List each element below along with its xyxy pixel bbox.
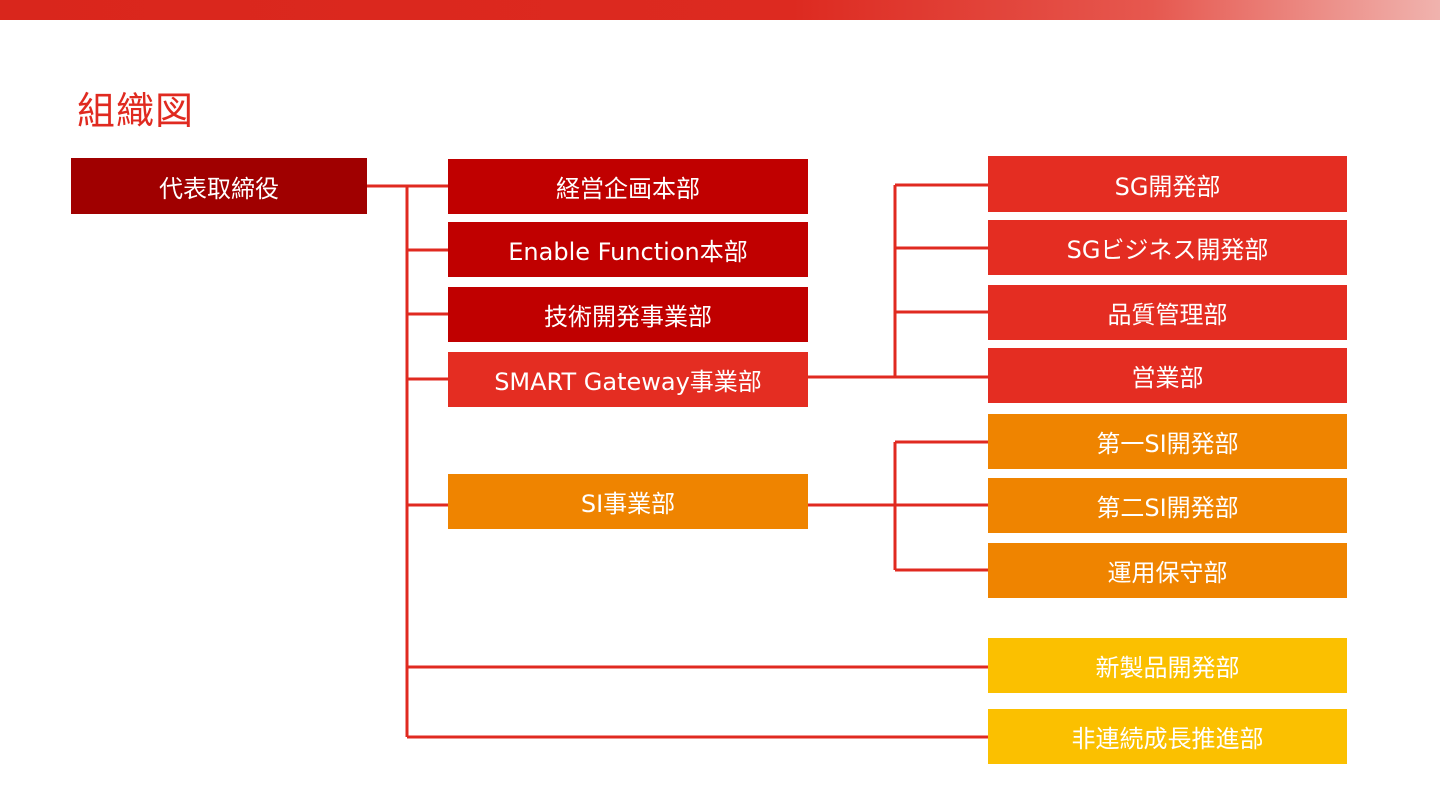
dept-second-si-development: 第二SI開発部 [988, 478, 1347, 533]
dept-sg-business-development: SGビジネス開発部 [988, 220, 1347, 275]
dept-operations-maintenance: 運用保守部 [988, 543, 1347, 598]
dept-discontinuous-growth: 非連続成長推進部 [988, 709, 1347, 764]
top-accent-band [0, 0, 1440, 20]
division-enable-function: Enable Function本部 [448, 222, 808, 277]
page-title: 組織図 [77, 89, 195, 133]
division-si: SI事業部 [448, 474, 808, 529]
ceo-box: 代表取締役 [71, 158, 367, 214]
dept-sg-development: SG開発部 [988, 156, 1347, 212]
division-technology-development: 技術開発事業部 [448, 287, 808, 342]
dept-first-si-development: 第一SI開発部 [988, 414, 1347, 469]
dept-quality-management: 品質管理部 [988, 285, 1347, 340]
dept-sales: 営業部 [988, 348, 1347, 403]
division-smart-gateway: SMART Gateway事業部 [448, 352, 808, 407]
dept-new-product-development: 新製品開発部 [988, 638, 1347, 693]
division-management-planning: 経営企画本部 [448, 159, 808, 214]
